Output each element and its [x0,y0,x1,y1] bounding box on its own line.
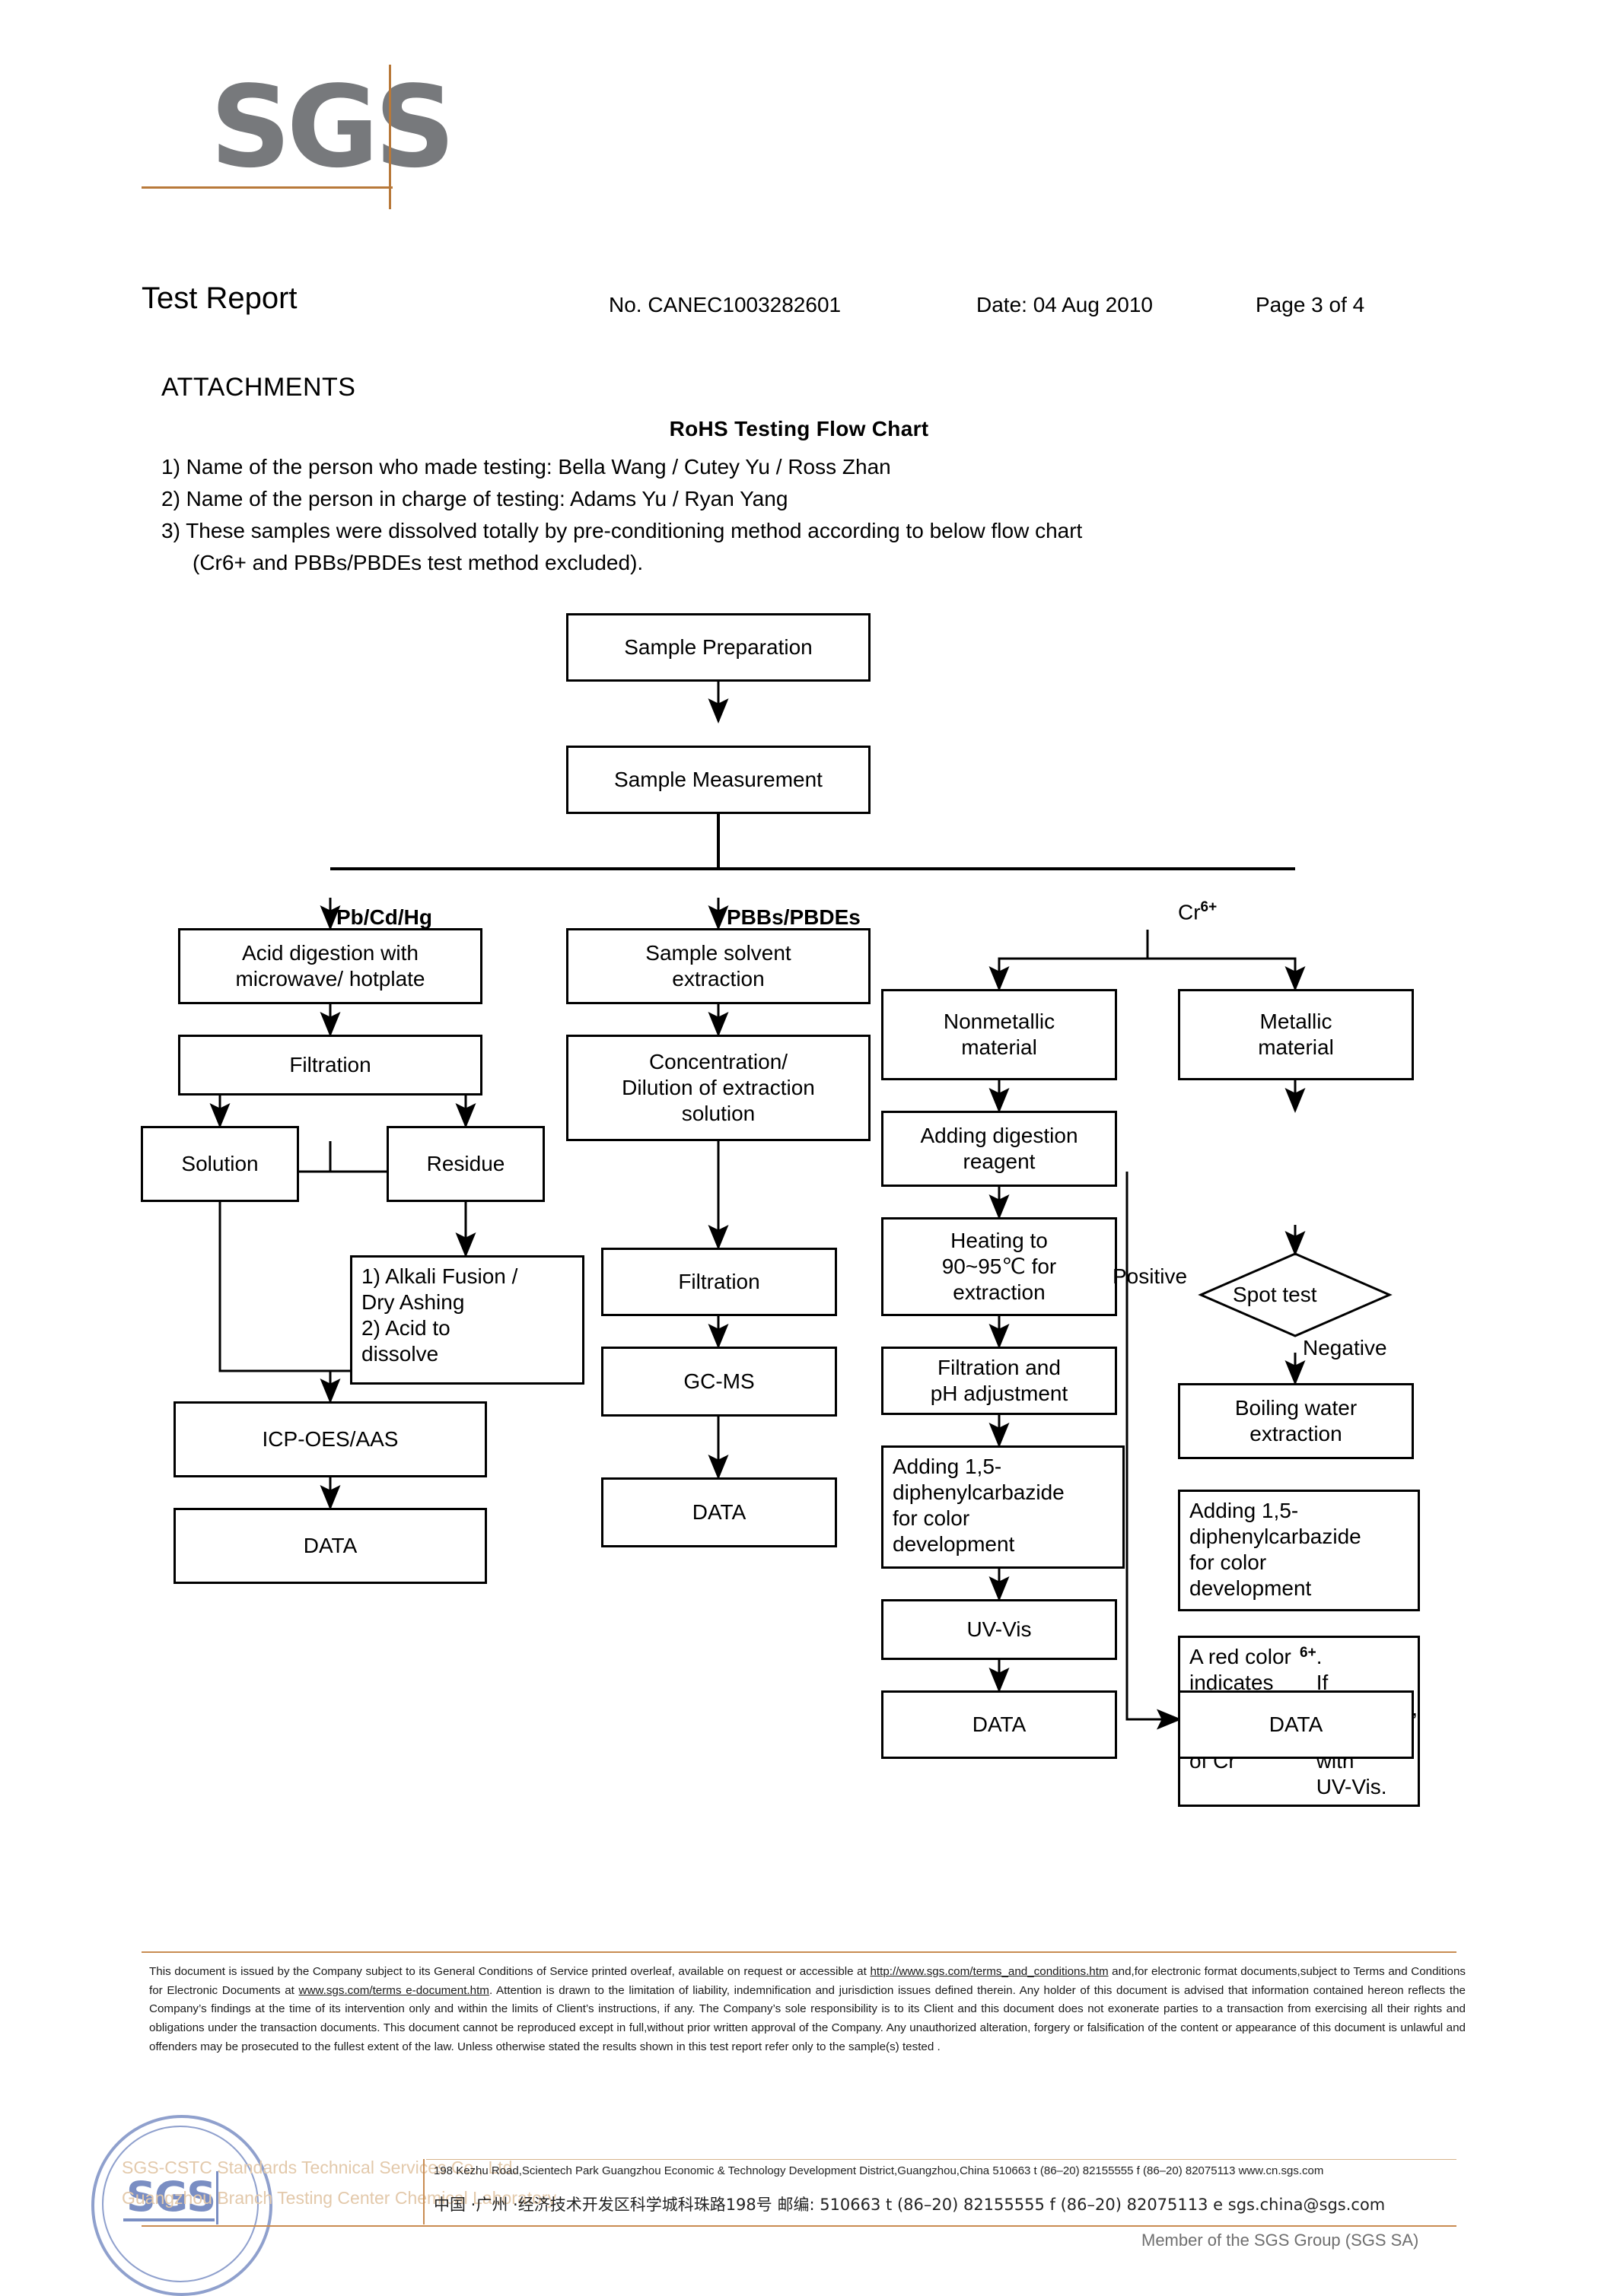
node-gc-ms: GC-MS [601,1347,837,1417]
node-boiling-water-extraction: Boiling water extraction [1178,1383,1414,1459]
address-english: 198 Kezhu Road,Scientech Park Guangzhou … [434,2164,1324,2177]
address-divider-bottom [142,2225,1456,2227]
node-sample-preparation: Sample Preparation [566,613,871,682]
node-spot-test: Spot test [1233,1283,1317,1306]
edge-label-negative: Negative [1303,1336,1387,1359]
report-number: No. CANEC1003282601 [609,293,842,316]
node-sample-measurement: Sample Measurement [566,746,871,814]
node-filtration-ph-adjustment: Filtration and pH adjustment [881,1347,1117,1415]
attachment-note-3-cont: (Cr6+ and PBBs/PBDEs test method exclude… [193,551,644,574]
node-metallic-material: Metallic material [1178,989,1414,1080]
member-of-sgs-group: Member of the SGS Group (SGS SA) [1141,2231,1419,2250]
rohs-flow-chart: Sample Preparation Sample Measurement Pb… [0,601,1598,1940]
page-title: Test Report [142,281,298,315]
logo-vertical-rule [389,65,391,209]
node-acid-digestion: Acid digestion with microwave/ hotplate [178,928,482,1004]
branch-label-chromium-text: Cr [1178,900,1201,924]
sgs-logo-text: SGS [210,62,456,192]
branch-label-chromium: Cr6+ [1178,899,1217,924]
address-divider-left [423,2159,425,2224]
attachment-note-1: 1) Name of the person who made testing: … [161,455,891,479]
node-concentration-dilution: Concentration/ Dilution of extraction so… [566,1035,871,1141]
watermark-stamp-vline [216,2171,218,2224]
footer-divider [142,1951,1456,1953]
branch-label-chromium-sup: 6+ [1200,899,1218,915]
node-dpc-metallic: Adding 1,5- diphenylcarbazide for color … [1178,1490,1420,1611]
node-data-pbb: DATA [601,1477,837,1547]
node-filtration-pbb: Filtration [601,1248,837,1316]
node-nonmetallic-material: Nonmetallic material [881,989,1117,1080]
watermark-stamp-inner-ring [102,2126,259,2282]
node-solvent-extraction: Sample solvent extraction [566,928,871,1004]
node-dpc-nonmetallic: Adding 1,5- diphenylcarbazide for color … [881,1445,1125,1569]
node-solution: Solution [141,1126,299,1202]
watermark-stamp-text: SGS [126,2173,216,2221]
attachments-heading: ATTACHMENTS [161,373,356,402]
page-number: Page 3 of 4 [1256,293,1365,316]
report-date: Date: 04 Aug 2010 [976,293,1153,316]
edge-label-positive: Positive [1113,1264,1188,1288]
sgs-logo: SGS [142,65,461,217]
address-divider-top [426,2159,1456,2160]
attachment-note-2: 2) Name of the person in charge of testi… [161,487,788,510]
node-adding-digestion-reagent: Adding digestion reagent [881,1111,1117,1187]
flowchart-heading: RoHS Testing Flow Chart [669,417,929,440]
node-heating-extraction: Heating to 90~95℃ for extraction [881,1217,1117,1316]
node-residue: Residue [387,1126,545,1202]
node-data-metallic: DATA [1178,1690,1414,1759]
branch-label-metals: Pb/Cd/Hg [336,905,432,929]
watermark-stamp-bar [123,2218,215,2221]
attachment-note-3: 3) These samples were dissolved totally … [161,519,1083,542]
branch-label-flame-retardants: PBBs/PBDEs [727,905,861,929]
node-alkali-fusion: 1) Alkali Fusion / Dry Ashing 2) Acid to… [350,1255,584,1385]
node-uv-vis: UV-Vis [881,1599,1117,1660]
watermark-stamp-ring [91,2115,272,2296]
node-data-nonmetallic: DATA [881,1690,1117,1759]
logo-horizontal-rule [142,186,393,189]
node-icp-oes-aas: ICP-OES/AAS [173,1401,487,1477]
node-data-metals: DATA [173,1508,487,1584]
legal-disclaimer: This document is issued by the Company s… [149,1965,1466,2053]
node-filtration-metals: Filtration [178,1035,482,1096]
address-chinese: 中国 ·广州 ·经济技术开发区科学城科珠路198号 邮编: 510663 t (… [434,2196,1386,2214]
